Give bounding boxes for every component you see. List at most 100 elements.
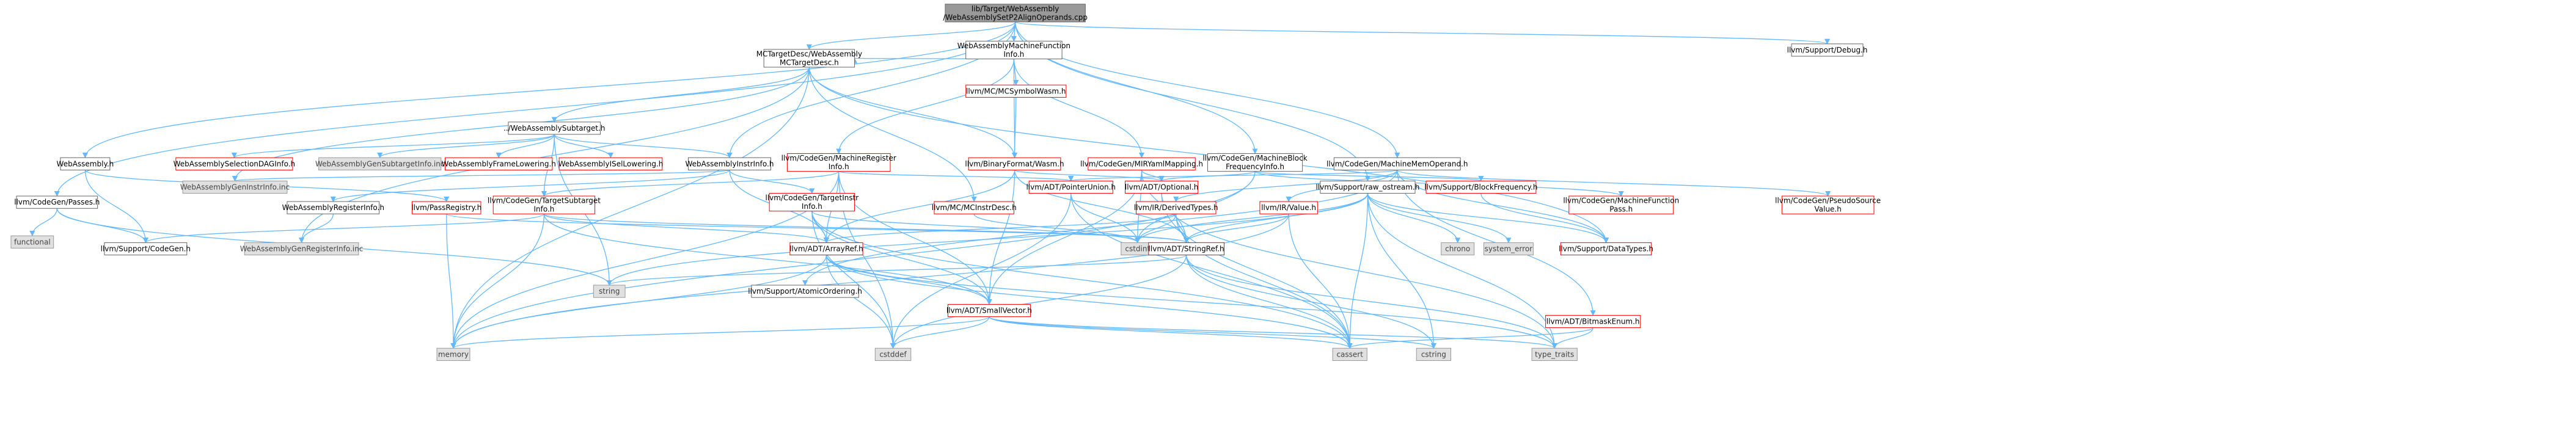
edge-mirymap-to-optional — [1141, 170, 1165, 182]
node-functional[interactable]: functional — [10, 235, 54, 249]
node-mcsym[interactable]: llvm/MC/MCSymbolWasm.h — [965, 84, 1067, 98]
node-geninstr[interactable]: WebAssemblyGenInstrInfo.inc — [180, 180, 290, 194]
edge-root-to-mcdesc — [806, 21, 1016, 50]
node-label: llvm/ADT/StringRef.h — [1149, 244, 1224, 253]
edge-subtarget-to-instrinfo — [554, 134, 733, 159]
edge-root-to-cgpasses — [54, 21, 1016, 197]
node-root[interactable]: lib/Target/WebAssembly/WebAssemblySetP2A… — [943, 4, 1088, 23]
node-label: string — [599, 287, 620, 296]
node-isellow[interactable]: WebAssemblyISelLowering.h — [558, 157, 664, 170]
node-arrayref[interactable]: llvm/ADT/ArrayRef.h — [789, 242, 863, 256]
node-wasm[interactable]: WebAssembly.h — [57, 157, 114, 170]
node-debug[interactable]: llvm/Support/Debug.h — [1787, 43, 1868, 57]
node-box — [874, 347, 912, 361]
node-ptrunion[interactable]: llvm/ADT/PointerUnion.h — [1026, 180, 1116, 194]
node-mcinstrdesc[interactable]: llvm/MC/MCInstrDesc.h — [932, 201, 1017, 214]
node-label: llvm/PassRegistry.h — [411, 203, 481, 212]
node-binfmt[interactable]: llvm/BinaryFormat/Wasm.h — [965, 157, 1064, 170]
node-typetraits[interactable]: type_traits — [1531, 347, 1578, 361]
node-rawos[interactable]: llvm/Support/raw_ostream.h — [1315, 180, 1419, 194]
node-cstdint[interactable]: cstdint — [1121, 242, 1155, 256]
node-syserr[interactable]: system_error — [1483, 242, 1534, 256]
node-box — [1483, 242, 1534, 256]
node-supcg[interactable]: llvm/Support/CodeGen.h — [101, 242, 191, 256]
node-strref[interactable]: llvm/ADT/StringRef.h — [1148, 242, 1224, 256]
edge-instrinfo-to-geninstr — [232, 169, 730, 182]
node-box — [763, 49, 855, 68]
edge-rawos-to-string — [606, 193, 1369, 286]
node-box — [492, 195, 596, 214]
node-label: ../WebAssemblySubtarget.h — [503, 124, 605, 133]
node-box — [945, 4, 1086, 23]
node-seldag[interactable]: WebAssemblySelectionDAGInfo.h — [174, 157, 296, 170]
node-label: /WebAssemblySetP2AlignOperands.cpp — [943, 13, 1088, 21]
node-box — [104, 242, 188, 256]
node-box — [1416, 347, 1451, 361]
node-label: WebAssemblyFrameLowering.h — [442, 159, 556, 168]
node-optional[interactable]: llvm/ADT/Optional.h — [1125, 180, 1198, 194]
node-label: cassert — [1336, 350, 1363, 358]
node-label: MCTargetDesc.h — [780, 58, 839, 67]
edge-irvalue-to-memory — [450, 214, 1289, 349]
node-regfile[interactable]: WebAssemblyRegisterInfo.h — [282, 201, 384, 214]
node-label: Info.h — [533, 205, 554, 214]
node-cstring[interactable]: cstring — [1416, 347, 1451, 361]
node-cstddef[interactable]: cstddef — [874, 347, 912, 361]
edge-mmo-to-ptrunion — [1068, 169, 1398, 182]
node-box — [182, 180, 288, 194]
node-passreg[interactable]: llvm/PassRegistry.h — [411, 201, 481, 214]
node-framelow[interactable]: WebAssemblyFrameLowering.h — [442, 157, 556, 170]
node-label: Info.h — [802, 202, 822, 211]
node-box — [1028, 180, 1113, 194]
node-cassert[interactable]: cassert — [1332, 347, 1367, 361]
node-label: llvm/ADT/ArrayRef.h — [789, 244, 863, 253]
node-atomic[interactable]: llvm/Support/AtomicOrdering.h — [748, 285, 862, 298]
node-box — [751, 285, 859, 298]
node-datatypes[interactable]: llvm/Support/DataTypes.h — [1559, 242, 1653, 256]
node-subtarget[interactable]: ../WebAssemblySubtarget.h — [503, 122, 605, 135]
edge-mreginfo-to-tgtsub — [541, 171, 840, 197]
node-genreg[interactable]: WebAssemblyGenRegisterInfo.inc — [240, 242, 364, 256]
edge-mfi-to-mreginfo — [836, 59, 1015, 154]
node-string[interactable]: string — [593, 285, 626, 298]
node-box — [244, 242, 359, 256]
node-instrinfo[interactable]: WebAssemblyInstrInfo.h — [685, 157, 774, 170]
node-label: Value.h — [1814, 205, 1841, 214]
node-mirymap[interactable]: llvm/CodeGen/MIRYamlMapping.h — [1080, 157, 1203, 170]
edge-tgtsub-to-arrayref — [543, 213, 829, 244]
node-blockfreq[interactable]: llvm/Support/BlockFrequency.h — [1424, 180, 1537, 194]
node-label: llvm/Support/raw_ostream.h — [1315, 183, 1419, 191]
node-chrono[interactable]: chrono — [1441, 242, 1475, 256]
edge-mcdesc-to-mcinstrdesc — [808, 67, 977, 202]
node-memory[interactable]: memory — [436, 347, 470, 361]
edge-tgtsub-to-smallvec — [543, 214, 992, 305]
edge-rawos-to-typetraits — [1367, 193, 1557, 349]
node-label: WebAssemblyInstrInfo.h — [685, 159, 774, 168]
edge-bitmask-to-cassert — [1347, 327, 1594, 349]
node-label: llvm/MC/MCInstrDesc.h — [932, 203, 1017, 212]
node-label: WebAssemblySelectionDAGInfo.h — [174, 159, 296, 168]
edge-optional-to-typetraits — [1161, 193, 1557, 349]
edge-mfi-to-mirymap — [1013, 59, 1145, 159]
node-box — [1332, 347, 1367, 361]
node-bitmask[interactable]: llvm/ADT/BitmaskEnum.h — [1545, 314, 1641, 329]
node-box — [1560, 242, 1652, 256]
edge-mcdesc-to-subtarget — [551, 67, 810, 123]
node-gensub[interactable]: WebAssemblyGenSubtargetInfo.inc — [315, 157, 444, 170]
node-cgpasses[interactable]: llvm/CodeGen/Passes.h — [14, 195, 100, 209]
edge-strref-to-typetraits — [1185, 255, 1557, 349]
node-smallvec[interactable]: llvm/ADT/SmallVector.h — [946, 303, 1032, 318]
edge-smallvec-to-cstddef — [890, 316, 990, 349]
node-irvalue[interactable]: llvm/IR/Value.h — [1259, 201, 1318, 214]
node-mmo[interactable]: llvm/CodeGen/MachineMemOperand.h — [1326, 157, 1468, 170]
edge-instrinfo-to-regfile — [330, 169, 730, 202]
node-derived[interactable]: llvm/IR/DerivedTypes.h — [1134, 201, 1218, 214]
